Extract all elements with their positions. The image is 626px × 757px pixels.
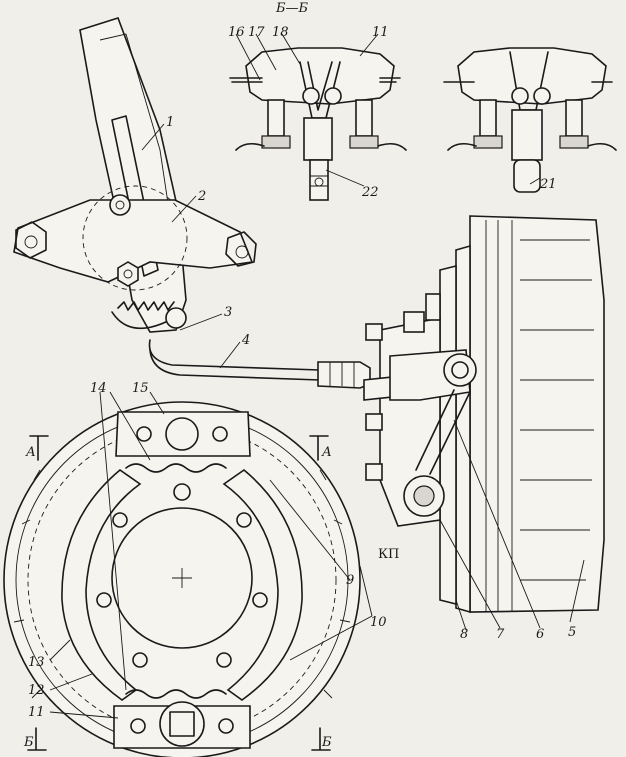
handbrake-lever-assembly [13,17,257,333]
label-17: 17 [248,25,265,40]
label-2: 2 [197,189,206,204]
section-view-left [229,47,407,201]
label-13: 13 [28,655,45,670]
label-4: 4 [241,333,250,348]
label-1: 1 [166,115,174,130]
brake-drum-side-view [363,215,605,614]
section-mark-b-right: Б [321,735,332,750]
label-kp: КП [378,547,399,562]
label-16: 16 [228,25,245,40]
label-10: 10 [370,615,387,630]
section-mark-b-left: Б [23,735,34,750]
section-mark-a-right: А [321,445,332,460]
label-6: 6 [536,627,544,642]
label-12: 12 [28,683,45,698]
label-11-top: 11 [372,25,389,40]
label-15: 15 [132,381,149,396]
label-3: 3 [224,305,232,320]
label-14: 14 [90,381,107,396]
leader-lines [49,33,585,719]
label-21: 21 [539,177,557,192]
brake-shoe-front-view [3,401,361,757]
label-18: 18 [272,25,289,40]
label-5: 5 [568,625,576,640]
section-view-right [443,47,617,193]
section-title: Б—Б [275,1,309,16]
brake-cable [148,339,371,389]
label-8: 8 [460,627,468,642]
label-7: 7 [496,627,505,642]
section-mark-a-left: А [25,445,36,460]
label-22: 22 [361,185,379,200]
label-11-bottom: 11 [28,705,45,720]
label-9: 9 [346,573,354,588]
section-marks: А А Б Б [23,435,332,751]
